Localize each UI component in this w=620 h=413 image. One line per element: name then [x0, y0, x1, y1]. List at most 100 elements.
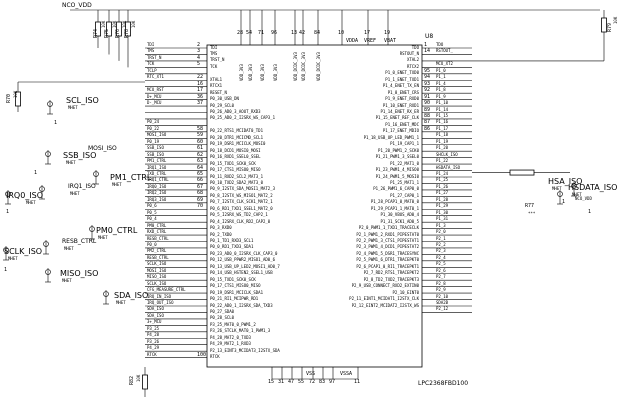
left-pin-name: P0_11_RXD2_SCL2_MAT3_1	[210, 173, 263, 179]
right-pin-net: P1_4	[436, 80, 446, 86]
left-pin-name: TMS	[210, 50, 218, 56]
left-pin-name: P0_14_USB_HSTEN2_SSEL1_USB	[210, 270, 273, 276]
right-pin-name: P2_8_TD2_TXD2_TRACEPKT3	[363, 276, 419, 282]
left-pin-net: MOSI_ISO	[147, 267, 167, 273]
connector-scl-iso: SCL_ISO	[66, 96, 99, 105]
chip-top-pin-number: 71	[258, 30, 265, 36]
chip-top-pin-number: 13	[291, 30, 298, 36]
left-pin-net: IRQ_IN_ISO	[147, 293, 172, 299]
left-pin-number: 16	[197, 80, 204, 87]
connector-sda-iso-sub: MHET	[116, 300, 126, 305]
right-pin-net: P2_1	[436, 235, 446, 241]
right-pin-name: P1_29_PCAP1_1_MAT0_1	[370, 205, 419, 211]
left-pin-number: 63	[197, 158, 204, 165]
right-pin-number: 95	[424, 67, 431, 74]
connector-pin-number: 1	[4, 267, 8, 273]
right-pin-net: P2_6	[436, 267, 446, 273]
left-pin-name: P0_19_DSR1_MCICLK_SDA1	[210, 289, 263, 295]
left-pin-number: 5	[197, 61, 201, 68]
right-pin-name: P2_11_EINT1_MCIDAT1_I2STX_CLK	[349, 296, 419, 302]
chip-top-pin-number: 28	[237, 30, 244, 36]
left-pin-name: P4_29_MAT2_1_RXD3	[210, 341, 251, 347]
left-pin-name: P0_17_CTS1_MISO0_MISO	[210, 167, 261, 173]
left-pin-net: TMS	[147, 48, 155, 54]
right-pin-net: P1_31	[436, 216, 449, 222]
right-pin-name: P1_1_ENET_TXD1	[385, 76, 419, 82]
left-pin-number: 59	[197, 132, 204, 139]
left-pin-name: P0_9_I2STX_SDA_MOSI1_MAT2_3	[210, 186, 276, 192]
chip-top-pin-name: VDD_3V3	[273, 64, 278, 81]
left-pin-name: P3_26_STCLK_MAT0_1_PWM1_3	[210, 328, 271, 334]
resistor-r77-label: R77	[525, 203, 535, 209]
left-pin-net: IRQ2_ISO	[147, 190, 167, 196]
connector-pm1-ctrl: PM1_CTRL	[110, 173, 152, 182]
right-pin-name: P2_0_PWM1_1_TXD1_TRACECLK	[358, 225, 419, 231]
connector-pin-number: 1	[34, 170, 38, 176]
resistor-r75-value: 10K	[112, 20, 117, 28]
left-pin-number: 17	[197, 87, 204, 94]
left-pin-net: P0_6	[147, 203, 157, 209]
left-pin-number: 4	[197, 54, 201, 61]
right-pin-net: P1_25	[436, 177, 449, 183]
right-pin-name: P2_9_USB_CONNECT_RXD2_EXTIN0	[351, 283, 419, 289]
left-pin-net: 3+_MCU	[147, 319, 162, 325]
right-pin-number: 92	[424, 87, 431, 94]
right-pin-name: P1_15_ENET_REF_CLK	[375, 115, 419, 121]
right-pin-name: P2_10_EINT0	[392, 289, 420, 295]
left-pin-net: P0_24	[147, 119, 160, 125]
left-pin-name: P0_15_TXD1_SCK0_SCK	[210, 276, 256, 282]
right-pin-net: P1_19	[436, 138, 449, 144]
resistor-r74-value: 10K	[101, 20, 106, 28]
chip-part-number: LPC2368FBD100	[418, 380, 469, 387]
left-pin-net: SCLK_ISO	[147, 280, 167, 286]
left-pin-net: IRQ1_ISO	[147, 164, 167, 170]
left-pin-name: P0_28_SCL0	[210, 315, 235, 321]
left-pin-number: 68	[197, 190, 204, 197]
right-pin-name: P1_18_USB_UP_LED_PWM1_1	[363, 134, 419, 140]
left-pin-name: XTAL1	[210, 76, 223, 82]
left-pin-net: SCLK_ISO	[147, 261, 167, 267]
left-pin-name: TRST_N	[210, 57, 225, 63]
resistor-r70-label: R70	[6, 93, 12, 103]
right-pin-name: P1_0_ENET_TXD0	[385, 70, 419, 76]
chip-top-pin-name: VDD_3V3	[260, 64, 265, 81]
right-pin-net: P1_15	[436, 112, 449, 118]
right-net-label: NCO_VDD	[575, 196, 592, 201]
chip-bottom-pin-number: 47	[288, 379, 295, 385]
left-pin-name: P0_12_USB_PPWR2_MISO1_AD0_6	[210, 257, 276, 263]
connector-pm1-ctrl-sub: MHET	[112, 182, 122, 187]
left-pin-net: TCK	[147, 61, 155, 67]
left-pin-number: 2	[197, 42, 201, 48]
right-pin-name: P1_31_SCK1_AD0_5	[380, 218, 419, 224]
connector-pin-circle	[5, 191, 11, 197]
right-pin-net: RSTOUT_	[436, 48, 453, 54]
left-pin-net: CFG_MEASURE_CTRL	[147, 287, 186, 293]
left-pin-number: 60	[197, 138, 204, 145]
left-pin-name: RTCK	[210, 354, 220, 360]
left-pin-net: SDA_ISO	[147, 306, 164, 312]
left-pin-name: P3_25_MAT0_0_PWM1_2	[210, 321, 256, 327]
left-pin-net: TCLP	[147, 67, 157, 73]
right-pin-name: P1_26_PWM1_6_CAP0_0	[373, 186, 419, 192]
connector-pin-circle	[45, 151, 51, 157]
connector-pin-circle	[47, 101, 53, 107]
left-pin-net: IRQ_OUT_ISO	[147, 300, 174, 305]
connector-pin-circle	[3, 247, 9, 253]
connector-miso-iso-sub: MHET	[62, 278, 72, 283]
right-pin-number: 88	[424, 112, 431, 119]
right-pin-net: P1_24	[436, 171, 449, 176]
chip-bottom-pin-number: 31	[278, 379, 285, 385]
connector-pm0-ctrl-sub: MHET	[98, 235, 108, 240]
right-pin-name: P1_25_MAT1_1	[390, 179, 419, 185]
right-pin-net: SHCLK_ISO	[436, 151, 458, 157]
left-pin-number: 64	[197, 164, 204, 171]
right-pin-name: P2_3_PWM1_4_DCD1_PIPESTAT2	[356, 244, 419, 250]
vbat-label: VBAT	[384, 38, 397, 44]
right-pin-number: 89	[424, 106, 431, 113]
left-pin-name: P0_22_AD0_1_I2SRX_SDA_TXD3	[210, 302, 273, 308]
connector-sclk-iso-sub: MHET	[8, 256, 18, 261]
right-pin-net: P2_9	[436, 287, 446, 293]
connector-pin-circle	[39, 186, 45, 192]
right-pin-net: P1_1	[436, 74, 446, 80]
